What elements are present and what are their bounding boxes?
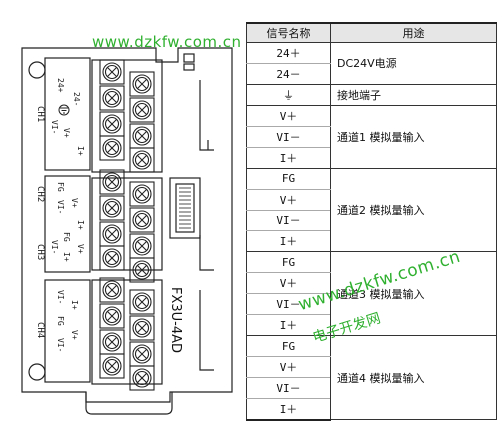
signal-cell: VI－ bbox=[246, 126, 331, 148]
label-ch1-ip: I+ bbox=[76, 146, 85, 156]
mounting-hole-bottom bbox=[28, 363, 46, 381]
label-ch3-vi: VI- bbox=[50, 240, 59, 254]
table-row: V＋ bbox=[246, 356, 497, 378]
label-24p: 24+ bbox=[56, 78, 65, 93]
screw-terminal-icon bbox=[129, 365, 155, 391]
usage-cell: 通道3 模拟量输入 bbox=[330, 251, 497, 337]
label-ch1: CH1 bbox=[35, 106, 45, 122]
table-row: I＋ bbox=[246, 314, 497, 337]
screw-terminal-icon bbox=[99, 303, 125, 329]
signal-cell: VI－ bbox=[246, 377, 331, 399]
signal-cell: V＋ bbox=[246, 272, 331, 295]
module-diagram: 24+ 24- V+ VI- I+ CH1 FG V+ VI- I+ CH2 F… bbox=[0, 0, 245, 428]
label-ch2-fg: FG bbox=[56, 182, 65, 192]
screw-terminal-icon bbox=[129, 315, 155, 341]
table-row: V＋通道1 模拟量输入 bbox=[246, 105, 497, 169]
screw-terminal-icon bbox=[99, 111, 125, 137]
screw-terminal-icon bbox=[99, 85, 125, 111]
ground-icon bbox=[58, 104, 70, 116]
label-ch4-fg: FG bbox=[56, 316, 65, 326]
label-ch3-fg: FG bbox=[62, 232, 71, 242]
label-24m: 24- bbox=[72, 92, 81, 106]
screw-terminals bbox=[99, 59, 155, 391]
screw-terminal-icon bbox=[99, 353, 125, 379]
table-row: V＋ bbox=[246, 189, 497, 211]
fx3u-4ad-terminal-drawing: 24+ 24- V+ VI- I+ CH1 FG V+ VI- I+ CH2 F… bbox=[21, 47, 233, 415]
screw-terminal-icon bbox=[99, 277, 125, 303]
signal-cell: I＋ bbox=[246, 314, 331, 337]
table-row: I＋ bbox=[246, 398, 497, 421]
screw-terminal-icon bbox=[129, 181, 155, 207]
label-ch3-ip: I+ bbox=[62, 252, 71, 262]
table-row: V＋ bbox=[246, 272, 497, 295]
signal-cell: FG bbox=[246, 168, 331, 190]
table-row: ⏚接地端子 bbox=[246, 84, 497, 106]
signal-cell: VI－ bbox=[246, 210, 331, 232]
table-row: 24＋DC24V电源 bbox=[246, 42, 497, 85]
label-ch4-vi: VI- bbox=[56, 338, 65, 352]
screw-terminal-icon bbox=[99, 169, 125, 195]
screw-terminal-icon bbox=[129, 123, 155, 149]
screw-terminal-icon bbox=[99, 135, 125, 161]
usage-cell: DC24V电源 bbox=[330, 42, 497, 85]
signal-cell: V＋ bbox=[246, 189, 331, 211]
signal-cell: FG bbox=[246, 251, 331, 274]
screw-terminal-icon bbox=[99, 245, 125, 271]
signal-cell: I＋ bbox=[246, 147, 331, 169]
usage-cell: 接地端子 bbox=[330, 84, 497, 106]
label-ch2-vi: VI- bbox=[56, 200, 65, 214]
usage-cell: 通道2 模拟量输入 bbox=[330, 168, 497, 253]
table-row: VI－ bbox=[246, 126, 497, 148]
table-row: VI－ bbox=[246, 210, 497, 232]
label-ch1-vi: VI- bbox=[50, 120, 59, 134]
signal-cell: V＋ bbox=[246, 105, 331, 127]
table-row: VI－ bbox=[246, 377, 497, 399]
screw-terminal-icon bbox=[99, 329, 125, 355]
screw-terminal-icon bbox=[129, 233, 155, 259]
screw-terminal-icon bbox=[99, 59, 125, 85]
signal-cell: ⏚ bbox=[246, 84, 331, 106]
signal-cell: I＋ bbox=[246, 398, 331, 421]
table-row: VI－ bbox=[246, 293, 497, 316]
watermark-url-top: www.dzkfw.com.cn bbox=[92, 33, 242, 51]
model-label: FX3U-4AD bbox=[168, 287, 183, 354]
signal-cell: V＋ bbox=[246, 356, 331, 378]
screw-terminal-icon bbox=[99, 195, 125, 221]
usage-cell: 通道4 模拟量输入 bbox=[330, 335, 497, 421]
label-ch4-vi-top: VI- bbox=[56, 290, 65, 304]
label-ch3: CH3 bbox=[35, 244, 45, 260]
screw-terminal-icon bbox=[99, 221, 125, 247]
mounting-hole-top bbox=[28, 61, 46, 79]
screw-terminal-icon bbox=[129, 257, 155, 283]
screw-terminal-icon bbox=[129, 289, 155, 315]
header-usage: 用途 bbox=[330, 22, 497, 43]
header-signal-name: 信号名称 bbox=[246, 22, 331, 43]
label-ch2-ip: I+ bbox=[76, 220, 85, 230]
label-ch4-vp: V+ bbox=[70, 330, 79, 340]
signal-cell: I＋ bbox=[246, 230, 331, 253]
label-ch2-vp: V+ bbox=[70, 198, 79, 208]
label-ch4-ip-top: I+ bbox=[70, 300, 79, 310]
label-ch1-vp: V+ bbox=[62, 128, 71, 138]
screw-terminal-icon bbox=[129, 207, 155, 233]
label-ch3-vp: V+ bbox=[76, 244, 85, 254]
screw-terminal-icon bbox=[129, 71, 155, 97]
table-row: 24－ bbox=[246, 63, 497, 85]
signal-cell: VI－ bbox=[246, 293, 331, 316]
table-row: I＋ bbox=[246, 147, 497, 169]
signal-cell: 24＋ bbox=[246, 42, 331, 64]
usage-cell: 通道1 模拟量输入 bbox=[330, 105, 497, 169]
screw-terminal-icon bbox=[129, 341, 155, 367]
screw-terminal-icon bbox=[129, 97, 155, 123]
screw-terminal-icon bbox=[129, 147, 155, 173]
label-ch4: CH4 bbox=[35, 322, 45, 338]
label-ch2: CH2 bbox=[35, 186, 45, 202]
table-row: I＋ bbox=[246, 230, 497, 253]
signal-cell: 24－ bbox=[246, 63, 331, 85]
